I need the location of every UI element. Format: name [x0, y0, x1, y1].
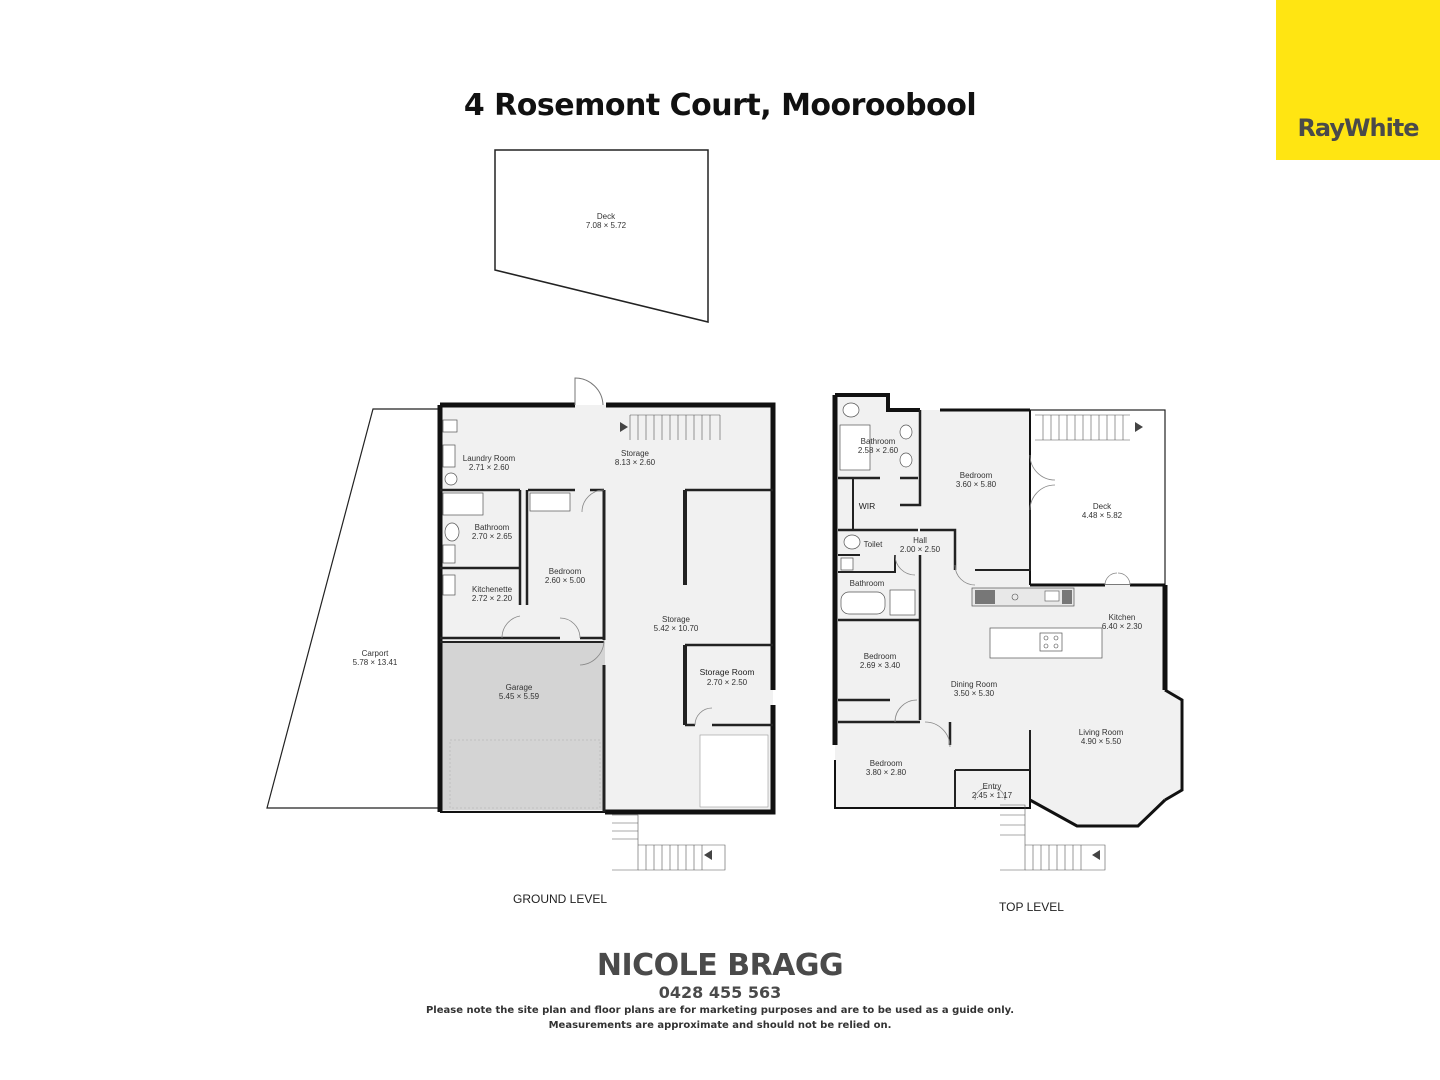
bed-master-dims: 3.60 × 5.80 [956, 480, 997, 489]
bed-top1-name: Bedroom [864, 652, 897, 661]
garage-dims: 5.45 × 5.59 [499, 692, 540, 701]
disclaimer-line-1: Please note the site plan and floor plan… [425, 1005, 1015, 1016]
deck-right-dims: 4.48 × 5.82 [1082, 511, 1123, 520]
bath-top-name: Bathroom [861, 437, 896, 446]
living-dims: 4.90 × 5.50 [1081, 737, 1122, 746]
raywhite-logo: RayWhite [1276, 0, 1440, 160]
logo-text: RayWhite [1297, 114, 1419, 142]
disclaimer-line-2: Measurements are approximate and should … [548, 1020, 892, 1031]
storage-room-dims: 2.70 × 2.50 [707, 678, 748, 687]
laundry-dims: 2.71 × 2.60 [469, 463, 510, 472]
bed-top2-name: Bedroom [870, 759, 903, 768]
carport-name: Carport [362, 649, 389, 658]
bath-ground-name: Bathroom [475, 523, 510, 532]
bed-top1-dims: 2.69 × 3.40 [860, 661, 901, 670]
storage-top-dims: 8.13 × 2.60 [615, 458, 656, 467]
kitchen-dims: 6.40 × 2.30 [1102, 622, 1143, 631]
bed-ground-dims: 2.60 × 5.00 [545, 576, 586, 585]
dining-name: Dining Room [951, 680, 998, 689]
bed-master-name: Bedroom [960, 471, 993, 480]
property-address-title: 4 Rosemont Court, Mooroobool [463, 88, 977, 123]
storage-top-name: Storage [621, 449, 650, 458]
storage-main-name: Storage [662, 615, 691, 624]
deck-top-dims: 7.08 × 5.72 [586, 221, 627, 230]
top-level-plan [832, 393, 1184, 871]
bath-top-dims: 2.58 × 2.60 [858, 446, 899, 455]
hall-name: Hall [913, 536, 927, 545]
kitchenette-dims: 2.72 × 2.20 [472, 594, 513, 603]
deck-top-name: Deck [597, 212, 616, 221]
ground-level-plan [266, 377, 776, 871]
wir-name: WIR [859, 501, 876, 511]
living-name: Living Room [1079, 728, 1124, 737]
room-labels: Deck 7.08 × 5.72 Laundry Room 2.71 × 2.6… [353, 212, 1143, 800]
garage-name: Garage [506, 683, 533, 692]
carport-dims: 5.78 × 13.41 [353, 658, 398, 667]
bath-small-name: Bathroom [850, 579, 885, 588]
agent-name: NICOLE BRAGG [596, 948, 844, 983]
toilet-name: Toilet [864, 540, 883, 549]
deck-right-name: Deck [1093, 502, 1112, 511]
storage-room-name: Storage Room [700, 667, 755, 677]
laundry-name: Laundry Room [463, 454, 516, 463]
dining-dims: 3.50 × 5.30 [954, 689, 995, 698]
ground-level-label: GROUND LEVEL [513, 892, 608, 906]
top-level-label: TOP LEVEL [999, 900, 1064, 914]
hall-dims: 2.00 × 2.50 [900, 545, 941, 554]
bath-ground-dims: 2.70 × 2.65 [472, 532, 513, 541]
carport-area [266, 408, 441, 809]
garage-area [440, 642, 605, 810]
storage-main-dims: 5.42 × 10.70 [654, 624, 699, 633]
kitchenette-name: Kitchenette [472, 585, 513, 594]
entry-name: Entry [983, 782, 1002, 791]
deck-upper [494, 149, 709, 323]
entry-dims: 2.45 × 1.17 [972, 791, 1013, 800]
bed-ground-name: Bedroom [549, 567, 582, 576]
agent-phone: 0428 455 563 [658, 983, 782, 1002]
bed-top2-dims: 3.80 × 2.80 [866, 768, 907, 777]
kitchen-name: Kitchen [1109, 613, 1136, 622]
deck-right-area [1029, 409, 1166, 586]
